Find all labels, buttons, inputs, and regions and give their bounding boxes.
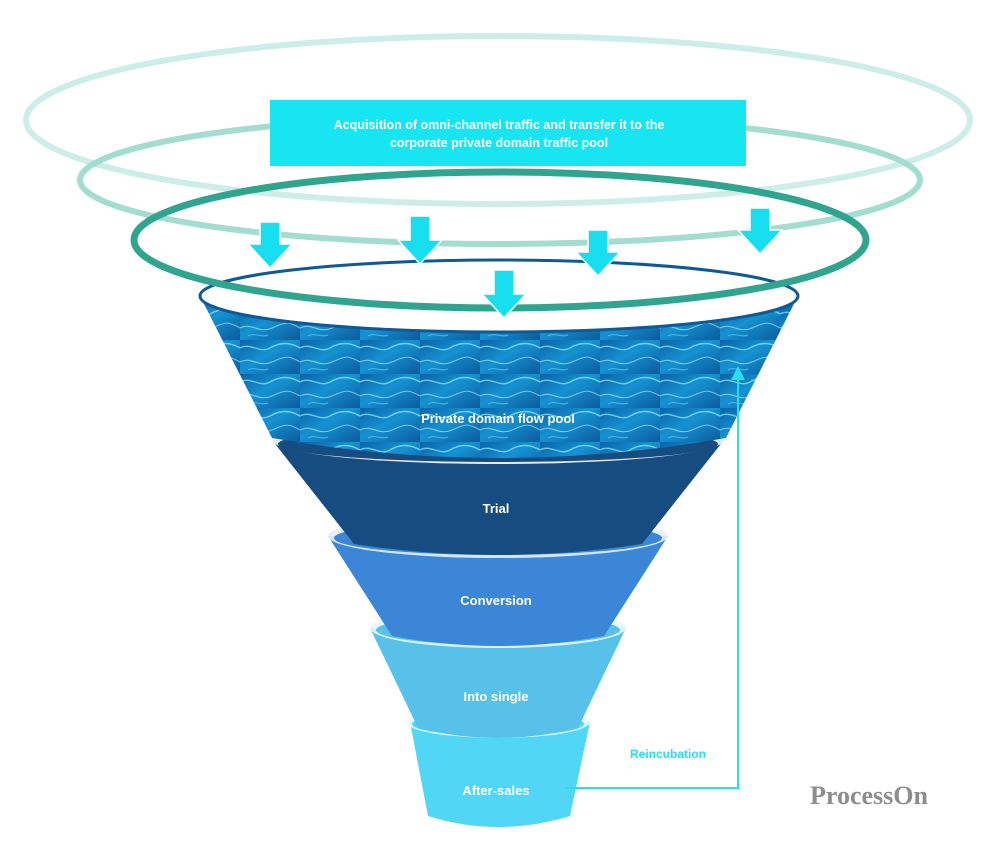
down-arrow-icon — [246, 221, 294, 270]
header-box: Acquisition of omni-channel traffic and … — [270, 100, 746, 166]
down-arrow-icon — [574, 229, 622, 278]
outer-ring — [23, 33, 973, 207]
down-arrows — [246, 207, 784, 320]
stage-label-trial: Trial — [483, 501, 510, 516]
stage-label-into-single: Into single — [464, 689, 529, 704]
stage-label-after-sales: After-sales — [462, 783, 529, 798]
up-arrow-icon — [731, 366, 745, 380]
watermark-text: ProcessOn — [810, 781, 928, 810]
reincubation-loop: Reincubation — [566, 366, 745, 789]
stage-label-private-pool: Private domain flow pool — [421, 411, 575, 426]
down-arrow-icon — [736, 207, 784, 256]
header-line-2: corporate private domain traffic pool — [390, 136, 608, 150]
down-arrow-icon — [480, 269, 528, 320]
reincubation-label: Reincubation — [630, 747, 706, 761]
stage-label-conversion: Conversion — [460, 593, 532, 608]
down-arrow-icon — [396, 215, 444, 266]
header-line-1: Acquisition of omni-channel traffic and … — [334, 118, 665, 132]
